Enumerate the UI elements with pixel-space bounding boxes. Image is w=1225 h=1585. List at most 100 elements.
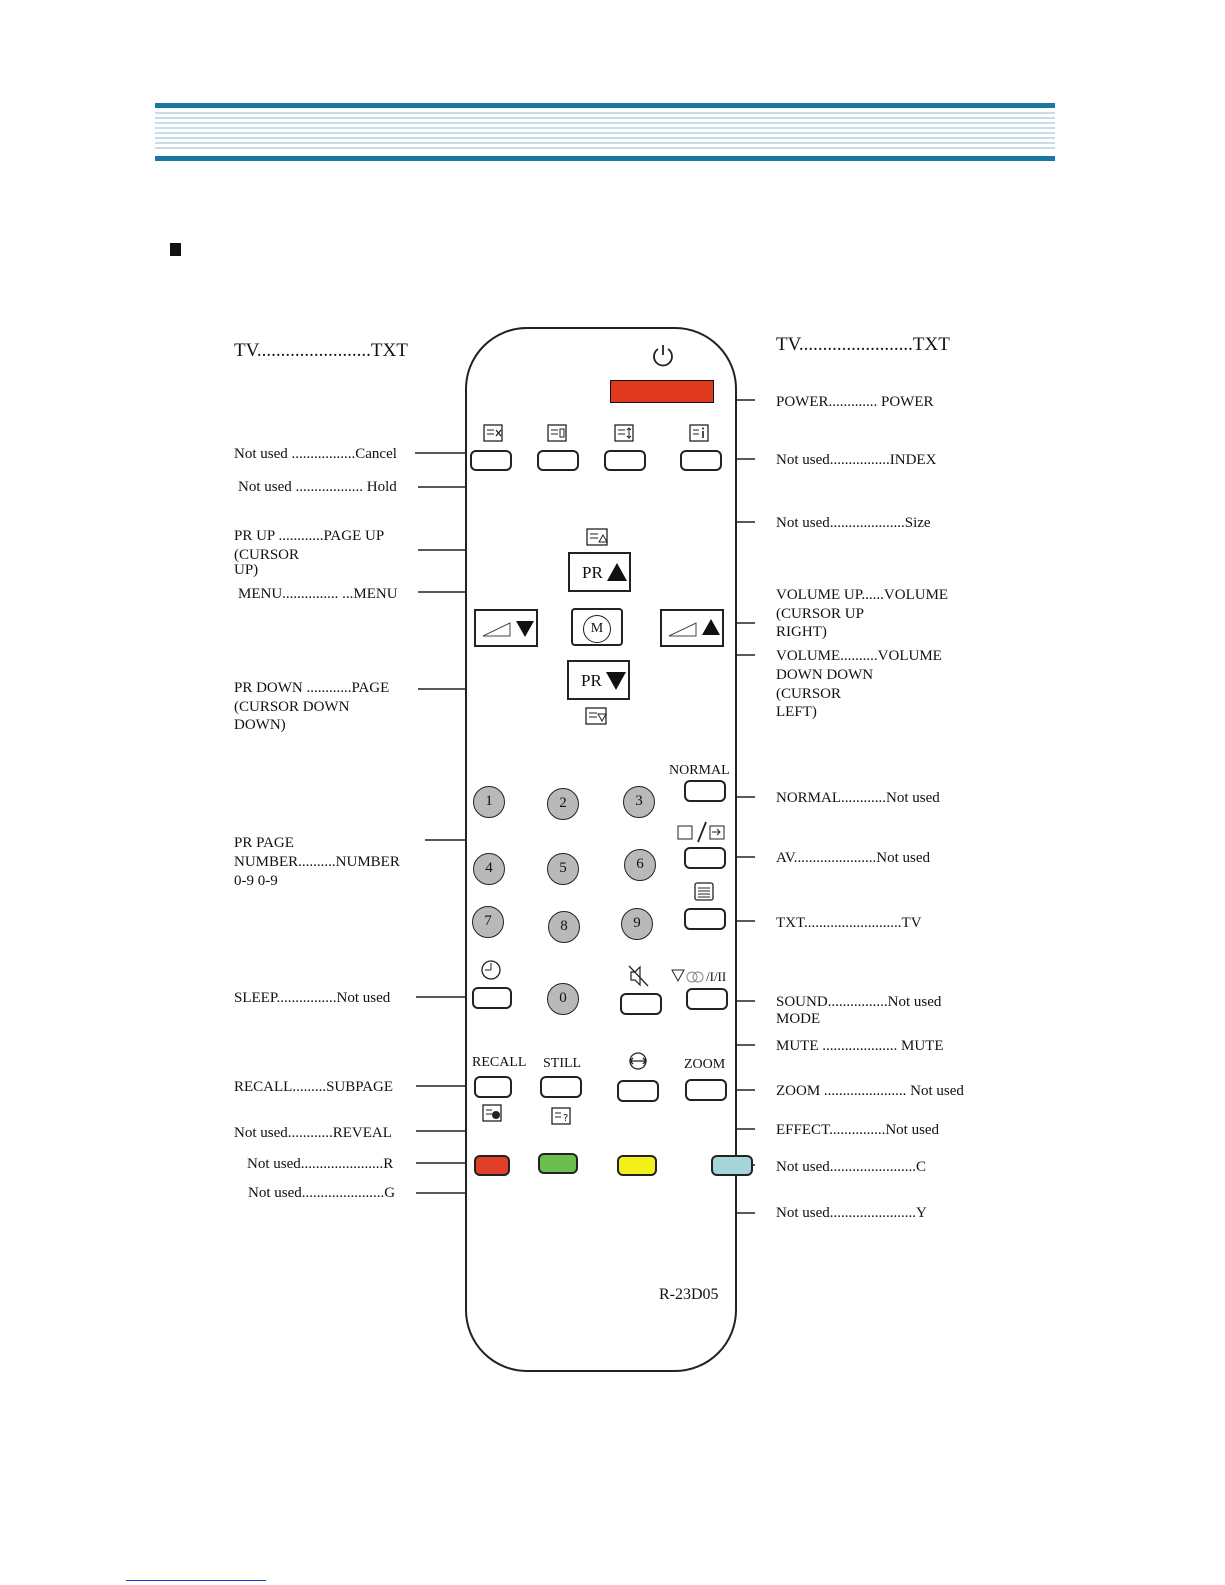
pr-number-callout-3: 0-9 0-9 bbox=[234, 873, 278, 889]
pr-up-callout-2: (CURSOR bbox=[234, 547, 300, 563]
hold-icon bbox=[547, 424, 567, 442]
pr-up-label: PR bbox=[582, 563, 603, 582]
normal-callout: NORMAL............Not used bbox=[776, 790, 940, 806]
cancel-icon bbox=[483, 424, 503, 442]
pr-down-button[interactable]: PR bbox=[567, 660, 630, 700]
number-button-8[interactable]: 8 bbox=[548, 911, 580, 943]
txt-button[interactable] bbox=[684, 908, 726, 930]
sleep-button[interactable] bbox=[472, 987, 512, 1009]
recall-button[interactable] bbox=[474, 1076, 512, 1098]
av-icon bbox=[677, 821, 725, 843]
volume-up-callout-2: (CURSOR UP bbox=[776, 606, 864, 622]
sound-mode-icon bbox=[671, 969, 704, 983]
reveal-callout: Not used............REVEAL bbox=[234, 1125, 392, 1141]
yellow-callout: Not used.......................Y bbox=[776, 1205, 927, 1221]
section-bullet bbox=[170, 243, 181, 256]
size-icon bbox=[614, 424, 634, 442]
txt-callout: TXT..........................TV bbox=[776, 915, 922, 931]
recall-label: RECALL bbox=[472, 1055, 527, 1070]
pr-down-callout-1: PR DOWN ............PAGE bbox=[234, 680, 390, 696]
number-button-9[interactable]: 9 bbox=[621, 908, 653, 940]
effect-callout: EFFECT...............Not used bbox=[776, 1122, 940, 1138]
header-bar bbox=[155, 103, 1055, 161]
zoom-button[interactable] bbox=[685, 1079, 727, 1101]
volume-up-button[interactable] bbox=[660, 609, 724, 647]
av-button[interactable] bbox=[684, 847, 726, 869]
normal-label: NORMAL bbox=[669, 763, 730, 778]
volume-down-callout-3: (CURSOR bbox=[776, 686, 842, 702]
subpage-icon bbox=[482, 1104, 502, 1122]
sound-mode-button[interactable] bbox=[686, 988, 728, 1010]
down-triangle-icon bbox=[516, 621, 534, 637]
pr-up-button[interactable]: PR bbox=[568, 552, 631, 592]
footer-rule bbox=[126, 1580, 266, 1581]
index-callout: Not used................INDEX bbox=[776, 452, 937, 468]
normal-button[interactable] bbox=[684, 780, 726, 802]
volume-down-button[interactable] bbox=[474, 609, 538, 647]
volume-up-callout-1: VOLUME UP......VOLUME bbox=[776, 587, 949, 603]
volume-down-callout-4: LEFT) bbox=[776, 704, 817, 720]
left-title: TV........................TXT bbox=[234, 340, 408, 361]
page-up-icon bbox=[586, 528, 608, 546]
yellow-button[interactable] bbox=[617, 1155, 657, 1176]
pr-up-callout-3: UP) bbox=[234, 562, 259, 578]
effect-icon bbox=[629, 1052, 647, 1070]
index-button[interactable] bbox=[680, 450, 722, 471]
mute-icon bbox=[628, 965, 649, 987]
cyan-callout: Not used.......................C bbox=[776, 1159, 926, 1175]
up-triangle-icon bbox=[607, 563, 627, 581]
pr-down-callout-2: (CURSOR DOWN bbox=[234, 699, 350, 715]
volume-up-callout-3: RIGHT) bbox=[776, 624, 827, 640]
still-button[interactable] bbox=[540, 1076, 582, 1098]
number-button-6[interactable]: 6 bbox=[624, 849, 656, 881]
number-button-0[interactable]: 0 bbox=[547, 983, 579, 1015]
volume-down-callout-2: DOWN DOWN bbox=[776, 667, 874, 683]
number-button-2[interactable]: 2 bbox=[547, 788, 579, 820]
pr-down-label: PR bbox=[581, 671, 602, 690]
up-triangle-icon bbox=[702, 619, 720, 635]
number-button-3[interactable]: 3 bbox=[623, 786, 655, 818]
mute-button[interactable] bbox=[620, 993, 662, 1015]
right-title: TV........................TXT bbox=[776, 334, 950, 355]
size-button[interactable] bbox=[604, 450, 646, 471]
volume-icon bbox=[668, 622, 697, 637]
effect-button[interactable] bbox=[617, 1080, 659, 1102]
down-triangle-icon bbox=[606, 672, 626, 690]
volume-icon bbox=[482, 622, 511, 637]
svg-text:?: ? bbox=[563, 1113, 568, 1124]
av-callout: AV......................Not used bbox=[776, 850, 931, 866]
cyan-button[interactable] bbox=[711, 1155, 753, 1176]
txt-icon bbox=[694, 882, 714, 901]
mute-callout: MUTE .................... MUTE bbox=[776, 1038, 944, 1054]
power-callout: POWER............. POWER bbox=[776, 394, 934, 410]
still-label: STILL bbox=[543, 1056, 582, 1071]
pr-down-callout-3: DOWN) bbox=[234, 717, 286, 733]
hold-button[interactable] bbox=[537, 450, 579, 471]
number-button-4[interactable]: 4 bbox=[473, 853, 505, 885]
model-number: R-23D05 bbox=[659, 1286, 719, 1303]
reveal-icon: ? bbox=[551, 1107, 571, 1125]
menu-button[interactable]: M bbox=[571, 608, 623, 646]
number-button-1[interactable]: 1 bbox=[473, 786, 505, 818]
red-button[interactable] bbox=[474, 1155, 510, 1176]
number-button-5[interactable]: 5 bbox=[547, 853, 579, 885]
sound-mode-callout-1: SOUND................Not used bbox=[776, 994, 942, 1010]
volume-down-callout-1: VOLUME..........VOLUME bbox=[776, 648, 942, 664]
green-callout: Not used......................G bbox=[248, 1185, 396, 1201]
pr-up-callout-1: PR UP ............PAGE UP bbox=[234, 528, 385, 544]
number-button-7[interactable]: 7 bbox=[472, 906, 504, 938]
sleep-callout: SLEEP................Not used bbox=[234, 990, 391, 1006]
power-icon bbox=[653, 345, 673, 367]
menu-label: M bbox=[590, 621, 604, 636]
pr-number-callout-1: PR PAGE bbox=[234, 835, 294, 851]
red-callout: Not used......................R bbox=[247, 1156, 394, 1172]
hold-callout: Not used .................. Hold bbox=[238, 479, 397, 495]
cancel-button[interactable] bbox=[470, 450, 512, 471]
sound-mode-callout-2: MODE bbox=[776, 1011, 821, 1027]
green-button[interactable] bbox=[538, 1153, 578, 1174]
sleep-icon bbox=[481, 960, 501, 980]
cancel-callout: Not used .................Cancel bbox=[234, 446, 397, 462]
menu-circle: M bbox=[583, 615, 611, 643]
power-button[interactable] bbox=[610, 380, 714, 403]
index-icon bbox=[689, 424, 709, 442]
